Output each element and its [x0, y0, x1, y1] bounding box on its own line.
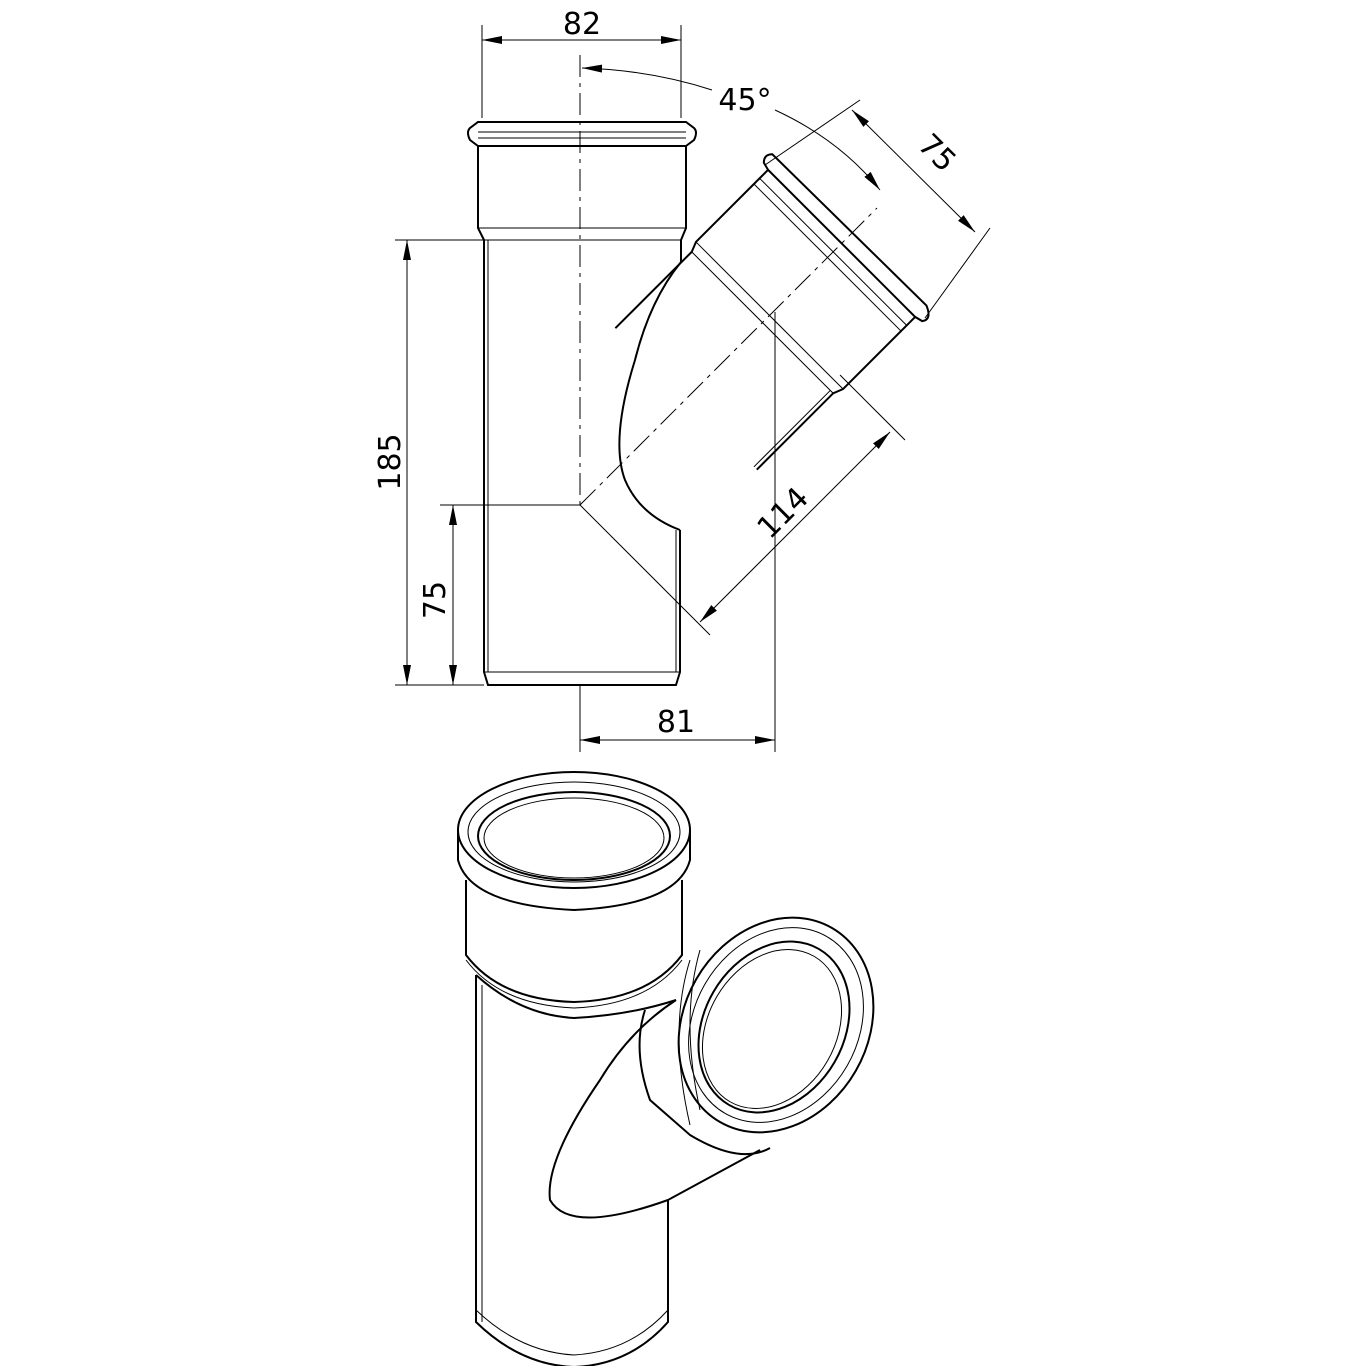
- branch-pipe: [579, 153, 930, 606]
- dimension-82-label: 82: [563, 7, 601, 42]
- iso-main-socket: [457, 771, 691, 1020]
- dimension-81: 81: [579, 312, 776, 752]
- dimension-75-branch-label: 75: [911, 127, 963, 179]
- main-pipe: [483, 55, 682, 686]
- dimension-81-label: 81: [657, 705, 695, 740]
- iso-branch: [548, 916, 875, 1219]
- dimension-45deg-label: 45°: [718, 83, 771, 118]
- dimension-82: 82: [481, 7, 682, 118]
- dimension-185-label: 185: [373, 433, 408, 490]
- dimension-75-height: 75: [418, 504, 580, 685]
- dimension-114-label: 114: [751, 481, 816, 546]
- iso-main-pipe: [475, 975, 669, 1366]
- dimension-185: 185: [373, 239, 484, 686]
- dimension-114: 114: [679, 374, 906, 636]
- dimension-75-height-label: 75: [418, 581, 453, 619]
- dimension-45deg: 45°: [581, 64, 881, 191]
- side-view: 82 45° 75 185 75 114: [373, 7, 991, 752]
- main-socket: [467, 121, 697, 241]
- dimension-75-branch: 75: [764, 99, 991, 319]
- isometric-view: [457, 771, 875, 1366]
